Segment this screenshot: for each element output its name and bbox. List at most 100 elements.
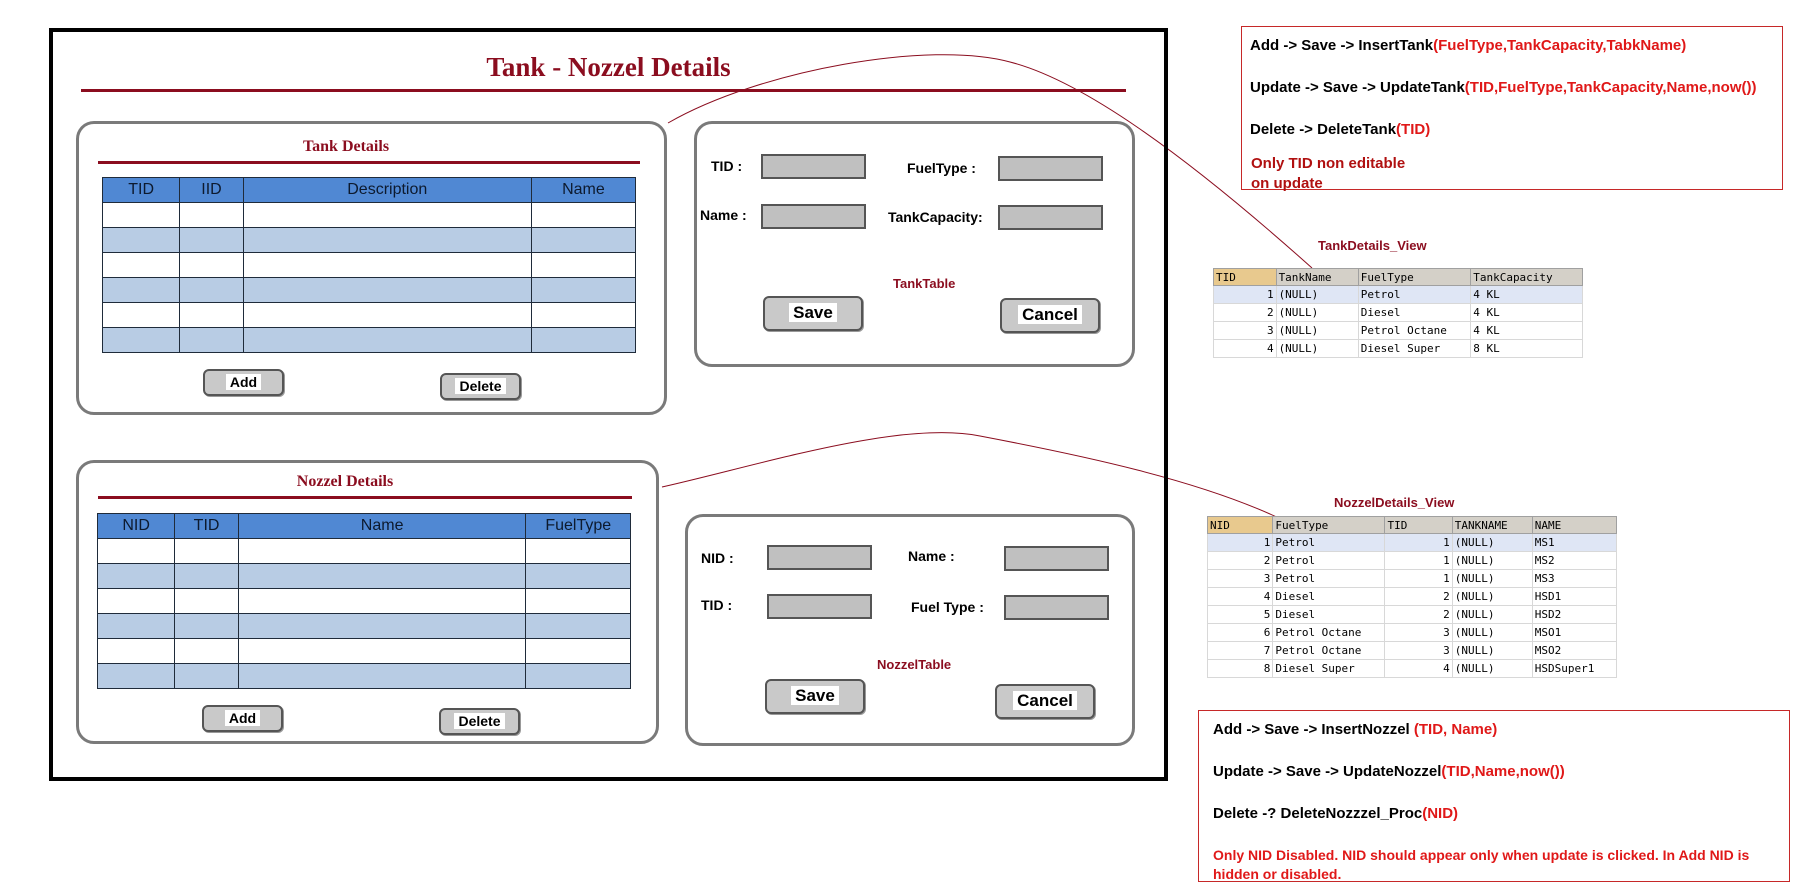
tank-cancel-label: Cancel xyxy=(1018,305,1082,324)
tank-add-button[interactable]: Add xyxy=(203,369,284,396)
tank-view-grid: TID TankName FuelType TankCapacity 1(NUL… xyxy=(1213,268,1583,358)
tank-grid[interactable]: TID IID Description Name xyxy=(101,177,637,353)
tank-tid-field[interactable] xyxy=(761,154,866,179)
nozzel-table-caption: NozzelTable xyxy=(877,657,952,672)
table-row[interactable] xyxy=(101,302,637,328)
table-row[interactable] xyxy=(101,227,637,253)
nozzel-view-title: NozzelDetails_View xyxy=(1334,495,1455,510)
nozzel-tid-label: TID : xyxy=(701,597,733,613)
tank-delete-button[interactable]: Delete xyxy=(440,373,521,400)
tank-view-col-tid: TID xyxy=(1213,268,1277,286)
tank-view-col-tankname: TankName xyxy=(1275,268,1359,286)
table-row[interactable] xyxy=(101,327,637,353)
tank-save-button[interactable]: Save xyxy=(763,296,863,331)
nozzel-connector-curve xyxy=(661,432,1284,521)
nozzel-name-field[interactable] xyxy=(1004,546,1109,571)
tank-cancel-button[interactable]: Cancel xyxy=(1000,298,1100,333)
tank-note-tid-2: on update xyxy=(1251,175,1323,192)
nozzel-grid[interactable]: NID TID Name FuelType xyxy=(96,513,631,689)
tank-tid-label: TID : xyxy=(711,158,743,174)
nozzel-note-nid: Only NID Disabled. NID should appear onl… xyxy=(1213,847,1750,863)
nozzel-tid-field[interactable] xyxy=(767,594,872,619)
title-underline xyxy=(81,89,1126,92)
col-tid[interactable]: TID xyxy=(101,177,181,203)
page-title: Tank - Nozzel Details xyxy=(486,52,731,82)
table-row[interactable] xyxy=(96,588,631,614)
nozzel-note-update: Update -> Save -> UpdateNozzel(TID,Name,… xyxy=(1213,763,1565,780)
nozzel-details-title: Nozzel Details xyxy=(296,473,394,490)
tank-note-add: Add -> Save -> InsertTank(FuelType,TankC… xyxy=(1250,37,1687,54)
col-description[interactable]: Description xyxy=(242,177,532,203)
nozzel-note-add: Add -> Save -> InsertNozzel (TID, Name) xyxy=(1213,721,1498,738)
tank-note-delete: Delete -> DeleteTank(TID) xyxy=(1250,121,1431,138)
table-row[interactable] xyxy=(101,202,637,228)
table-row[interactable] xyxy=(96,563,631,589)
table-row[interactable] xyxy=(96,638,631,664)
nozzel-add-button[interactable]: Add xyxy=(202,705,283,732)
nozzel-fueltype-label: Fuel Type : xyxy=(911,599,984,615)
nozzel-fueltype-field[interactable] xyxy=(1004,595,1109,620)
tank-notes-box: Add -> Save -> InsertTank(FuelType,TankC… xyxy=(1241,26,1783,192)
nozzel-note-nid-2: hidden or disabled. xyxy=(1213,866,1342,882)
nozzel-view-col-tid: TID xyxy=(1384,516,1453,534)
nozzel-name-label: Name : xyxy=(908,548,955,564)
nozzel-delete-button[interactable]: Delete xyxy=(439,708,520,735)
tank-fueltype-label: FuelType : xyxy=(907,160,976,176)
nozzel-view-col-nid: NID xyxy=(1206,516,1274,534)
table-row[interactable] xyxy=(96,613,631,639)
tank-view-col-fueltype: FuelType xyxy=(1357,268,1472,286)
col-fueltype[interactable]: FuelType xyxy=(525,513,631,539)
nozzel-view-col-fueltype: FuelType xyxy=(1272,516,1386,534)
tank-view-col-capacity: TankCapacity xyxy=(1470,268,1583,286)
tank-add-label: Add xyxy=(225,374,262,390)
table-row[interactable] xyxy=(101,277,637,303)
tank-view-title: TankDetails_View xyxy=(1318,238,1427,253)
nozzel-note-delete: Delete -? DeleteNozzzel_Proc(NID) xyxy=(1213,805,1459,822)
tank-capacity-field[interactable] xyxy=(998,205,1103,230)
table-row[interactable] xyxy=(96,663,631,689)
col-iid[interactable]: IID xyxy=(179,177,244,203)
table-row[interactable] xyxy=(101,252,637,278)
col-nid[interactable]: NID xyxy=(96,513,176,539)
nozzel-save-label: Save xyxy=(791,686,839,705)
tank-save-label: Save xyxy=(789,303,837,322)
tank-fueltype-field[interactable] xyxy=(998,156,1103,181)
nozzel-nid-field[interactable] xyxy=(767,545,872,570)
nozzel-cancel-button[interactable]: Cancel xyxy=(995,684,1095,719)
nozzel-nid-label: NID : xyxy=(701,550,734,566)
main-form-frame xyxy=(49,28,1168,781)
nozzel-view-col-name: NAME xyxy=(1531,516,1618,534)
col-name[interactable]: Name xyxy=(530,177,637,203)
tank-title-underline xyxy=(98,161,640,164)
tank-name-label: Name : xyxy=(700,207,747,223)
col-name[interactable]: Name xyxy=(237,513,527,539)
nozzel-view-col-tankname: TANKNAME xyxy=(1451,516,1533,534)
tank-note-tid: Only TID non editable xyxy=(1251,155,1406,172)
tank-capacity-label: TankCapacity: xyxy=(888,209,983,225)
nozzel-save-button[interactable]: Save xyxy=(765,679,865,714)
tank-note-update: Update -> Save -> UpdateTank(TID,FuelTyp… xyxy=(1250,79,1757,96)
table-row[interactable] xyxy=(96,538,631,564)
nozzel-cancel-label: Cancel xyxy=(1013,691,1077,710)
nozzel-delete-label: Delete xyxy=(454,713,505,729)
tank-table-caption: TankTable xyxy=(893,276,956,291)
nozzel-title-underline xyxy=(98,496,632,499)
nozzel-notes-box: Add -> Save -> InsertNozzel (TID, Name) … xyxy=(1198,710,1790,882)
nozzel-add-label: Add xyxy=(224,710,261,726)
col-tid[interactable]: TID xyxy=(174,513,239,539)
tank-name-field[interactable] xyxy=(761,204,866,229)
